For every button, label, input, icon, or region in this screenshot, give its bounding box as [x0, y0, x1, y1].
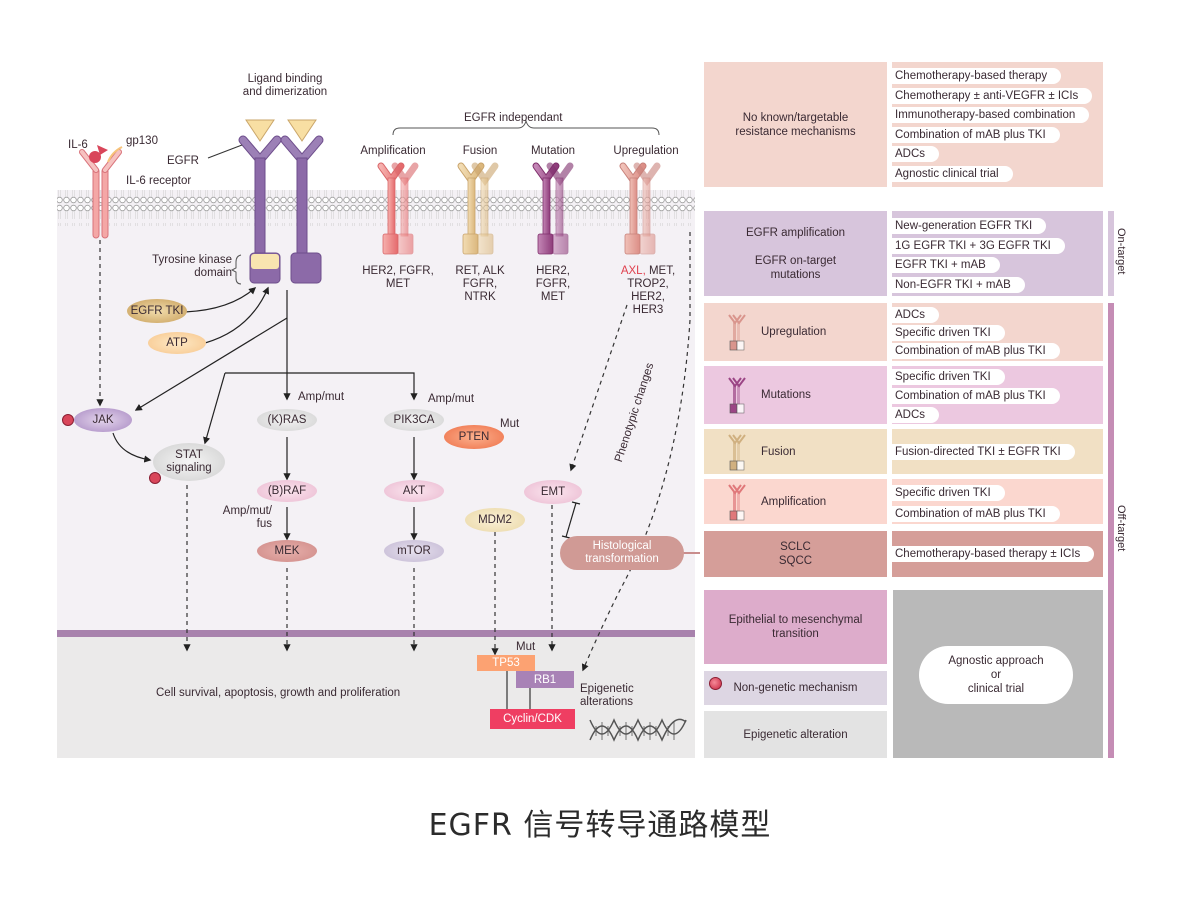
on-target-bar: [1108, 211, 1114, 296]
receptor-icon: [728, 314, 746, 351]
tp53-mut-label: Mut: [516, 641, 536, 653]
node-braf: (B)RAF: [257, 480, 317, 502]
node-cyclin-cdk: Cyclin/CDK: [490, 709, 575, 729]
genes-upregulation: AXL, MET,TROP2,HER2,HER3: [620, 265, 676, 316]
ligand-triangle-icon: [245, 119, 275, 142]
table-row-label-amplification: Amplification: [704, 479, 887, 524]
node-mdm2: MDM2: [465, 508, 525, 532]
therapy-pill: Chemotherapy ± anti-VEGFR ± ICIs: [892, 87, 1093, 104]
cell-membrane: [57, 190, 695, 226]
therapy-pill: Combination of mAB plus TKI: [892, 506, 1060, 522]
table-row-label-non-genetic: Non-genetic mechanism: [704, 671, 887, 705]
node-kras: (K)RAS: [257, 409, 317, 431]
therapy-pill: Agnostic clinical trial: [892, 165, 1013, 182]
therapy-pill: Specific driven TKI: [892, 369, 1005, 385]
therapy-pill: Combination of mAB plus TKI: [892, 126, 1060, 143]
therapy-pill: 1G EGFR TKI + 3G EGFR TKI: [892, 237, 1065, 254]
group-title-fusion: Fusion: [462, 145, 498, 157]
pathway-graphics: [57, 119, 700, 742]
off-target-label: Off-target: [1115, 505, 1127, 552]
node-mtor: mTOR: [384, 540, 444, 562]
receptor-icon: [728, 377, 746, 414]
il6-flag-icon: [97, 145, 108, 155]
non-genetic-dot-icon: [709, 677, 722, 690]
receptor-mutation-icon: [532, 162, 574, 255]
nuclear-membrane: [57, 630, 695, 637]
node-akt: AKT: [384, 480, 444, 502]
node-tp53: TP53: [477, 655, 535, 671]
genes-amplification: HER2, FGFR,MET: [362, 265, 434, 290]
il6-ligand-icon: [89, 151, 101, 163]
therapy-pill: Combination of mAB plus TKI: [892, 343, 1060, 359]
therapy-pill: ADCs: [892, 407, 940, 423]
pten-mut-label: Mut: [500, 418, 520, 430]
gp130-icon: [107, 146, 123, 163]
therapy-pill: Chemotherapy-based therapy: [892, 68, 1062, 84]
amp-mut-fus-label: Amp/mut/fus: [222, 505, 272, 530]
egfr-independent-brace: [392, 119, 660, 136]
egfr-independent-label: EGFR independant: [464, 112, 563, 124]
cell-survival-label: Cell survival, apoptosis, growth and pro…: [156, 687, 401, 699]
therapy-pill: ADCs: [892, 307, 940, 323]
table-row-label-mutations: Mutations: [704, 366, 887, 424]
table-row-label-fusion: Fusion: [704, 429, 887, 474]
node-egfr-tki: EGFR TKI: [127, 299, 187, 323]
non-genetic-dot-icon: [62, 414, 74, 426]
node-mek: MEK: [257, 540, 317, 562]
amp-mut-kras-label: Amp/mut: [298, 391, 345, 403]
node-pik3ca: PIK3CA: [384, 409, 444, 431]
therapy-pill: Specific driven TKI: [892, 485, 1005, 501]
therapy-pill: Chemotherapy-based therapy ± ICIs: [892, 546, 1095, 562]
non-genetic-dot-icon: [149, 472, 161, 484]
therapy-pill: Specific driven TKI: [892, 325, 1005, 341]
il6-receptor-label: IL-6 receptor: [126, 175, 192, 187]
therapy-pill: New-generation EGFR TKI: [892, 218, 1047, 234]
receptor-fusion-icon: [457, 162, 499, 255]
receptor-amplification-icon: [377, 162, 419, 255]
egfr-label: EGFR: [167, 155, 199, 167]
therapy-pill: Combination of mAB plus TKI: [892, 388, 1060, 404]
therapy-pill: Fusion-directed TKI ± EGFR TKI: [892, 444, 1075, 460]
group-title-amplification: Amplification: [360, 145, 426, 157]
amp-mut-pik3ca-label: Amp/mut: [428, 393, 475, 405]
table-row-label-epigenetic: Epigenetic alteration: [704, 711, 887, 758]
genes-mutation: HER2,FGFR,MET: [535, 265, 571, 303]
therapy-pill: Immunotherapy-based combination: [892, 107, 1090, 123]
node-pten: PTEN: [444, 425, 504, 449]
il6-receptor: [79, 149, 122, 239]
off-target-bar: [1108, 303, 1114, 758]
therapy-pill: EGFR TKI + mAB: [892, 257, 1000, 273]
group-title-mutation: Mutation: [530, 145, 576, 157]
node-rb1: RB1: [516, 671, 574, 688]
node-jak: JAK: [74, 408, 132, 432]
therapy-pill: Non-EGFR TKI + mAB: [892, 276, 1025, 293]
ligand-triangle-icon: [287, 119, 317, 142]
node-emt: EMT: [524, 480, 582, 504]
on-target-label: On-target: [1115, 228, 1127, 275]
receptor-icon: [728, 483, 746, 520]
receptor-upregulation-icon: [619, 162, 661, 255]
receptor-icon: [728, 433, 746, 470]
gp130-label: gp130: [126, 135, 158, 147]
dna-icon: [589, 718, 687, 742]
therapy-pill: ADCs: [892, 146, 940, 162]
node-atp: ATP: [148, 332, 206, 354]
il6-label: IL-6: [68, 139, 88, 151]
group-title-upregulation: Upregulation: [613, 145, 679, 157]
egfr-dimer: [238, 135, 324, 284]
table-row-label-upregulation: Upregulation: [704, 303, 887, 361]
figure-caption: EGFR 信号转导通路模型: [428, 808, 772, 843]
